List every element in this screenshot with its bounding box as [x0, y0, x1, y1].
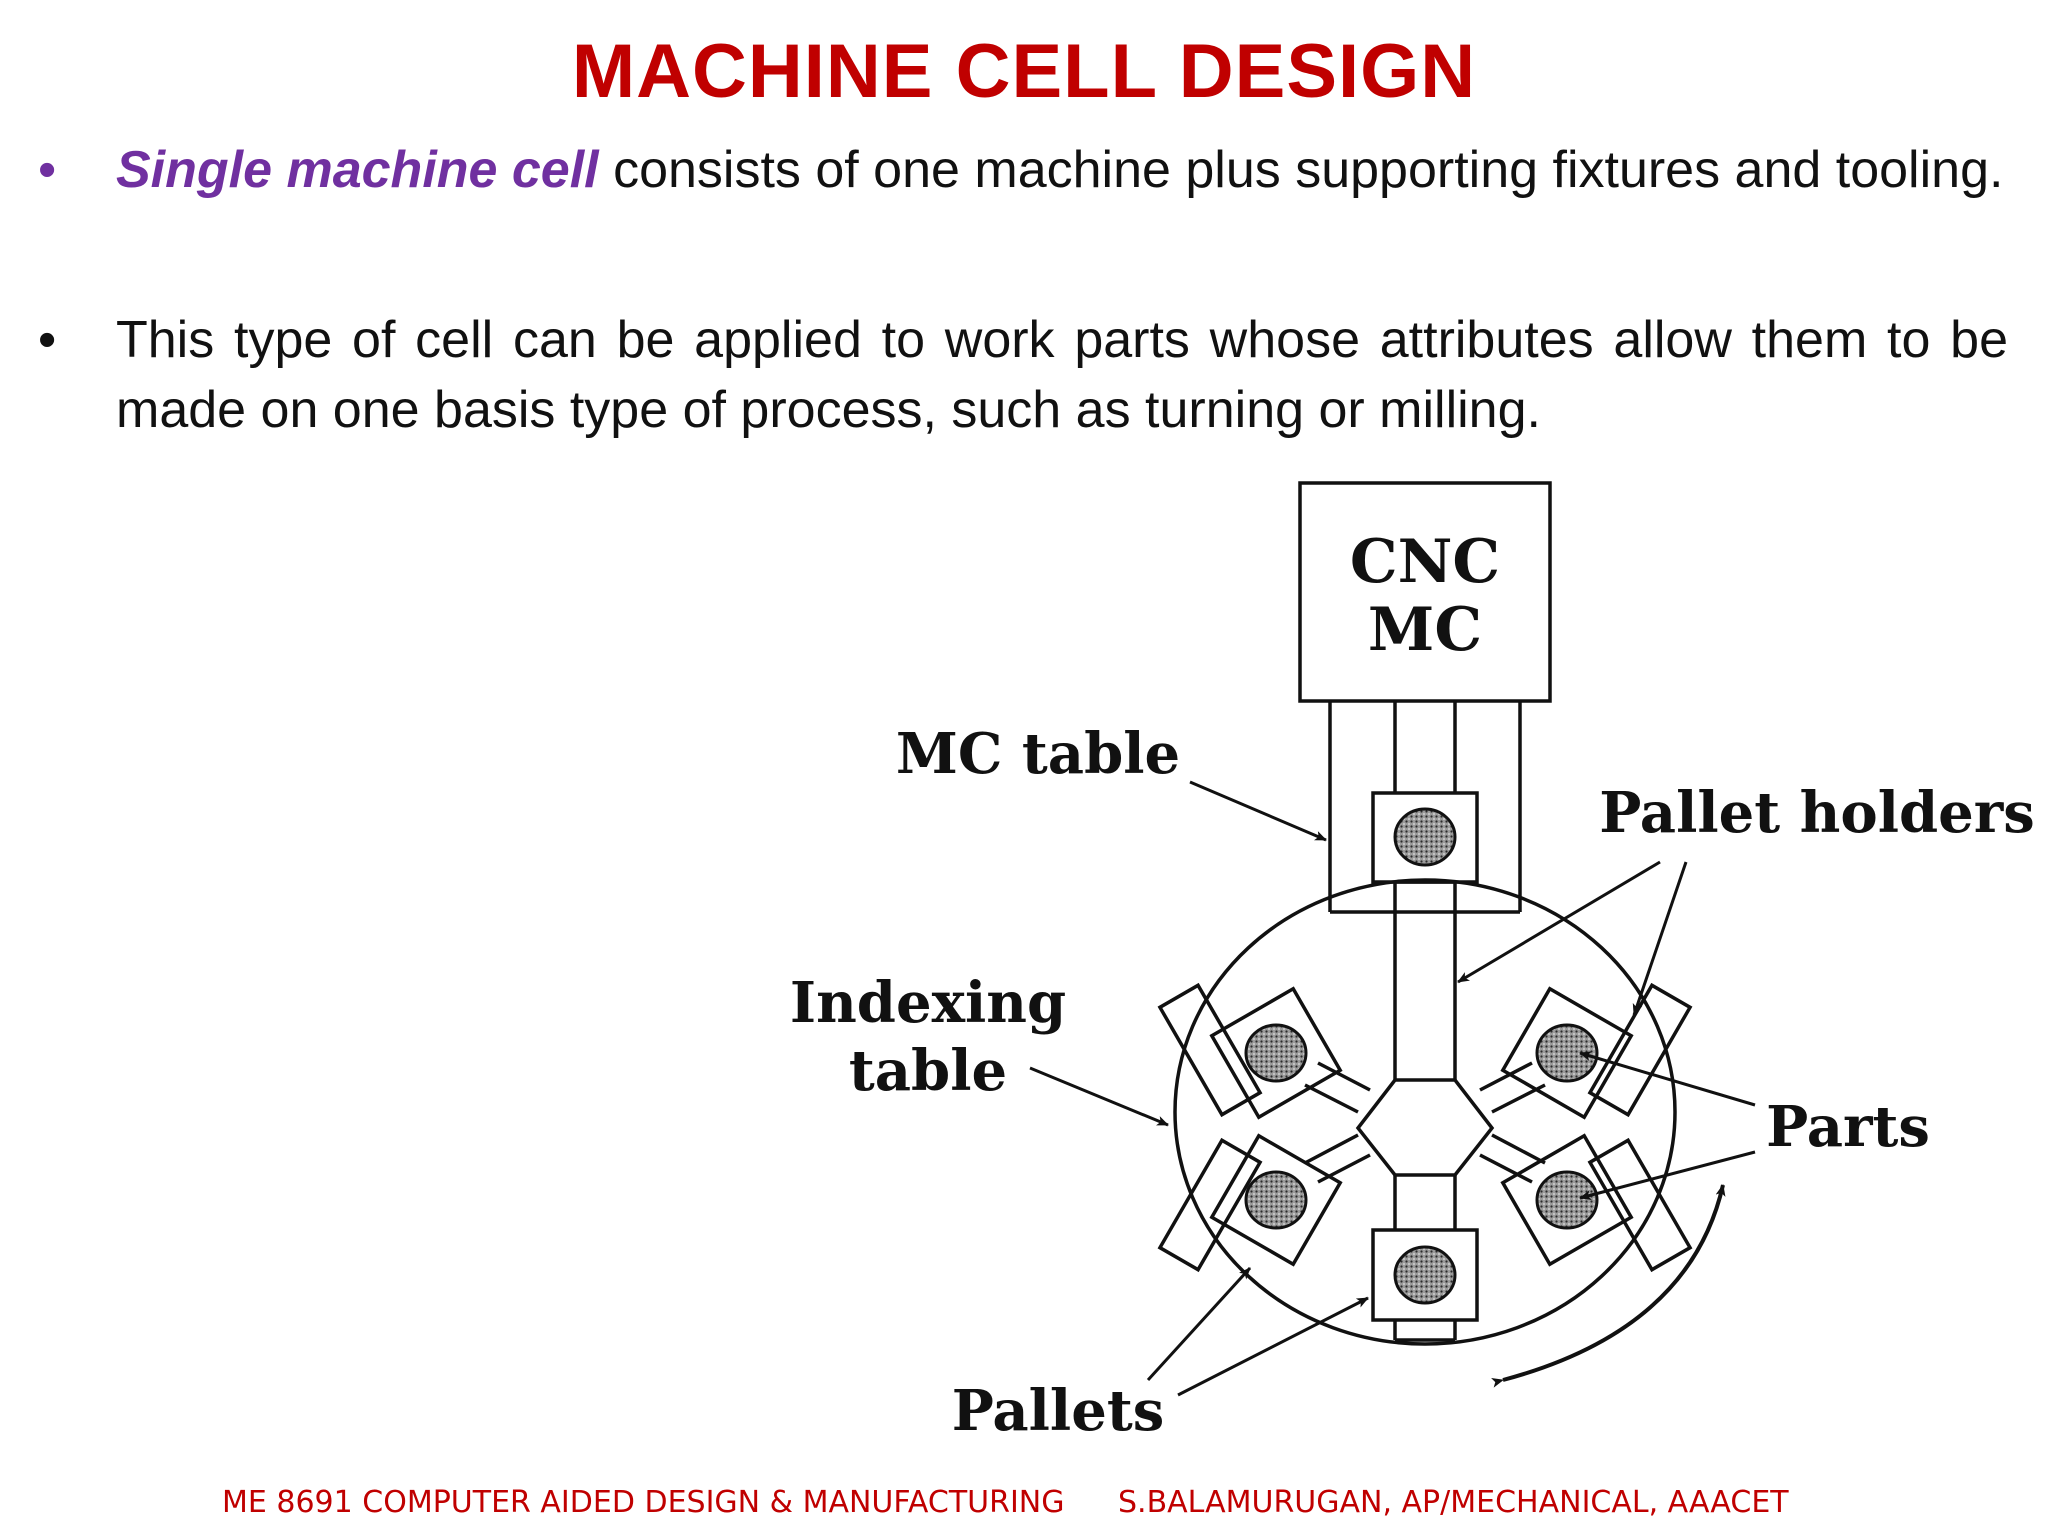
table-label: table	[849, 1038, 1007, 1104]
pallet-holders-label: Pallet holders	[1599, 780, 2035, 846]
parts-label: Parts	[1766, 1094, 1930, 1160]
mc-table-rails	[1328, 701, 1522, 914]
pallet-holders	[1157, 982, 1693, 1273]
bullet-marker: •	[38, 141, 57, 199]
pallets	[1209, 791, 1634, 1322]
bullet-marker: •	[38, 311, 57, 369]
cnc-machine-box	[1298, 481, 1552, 703]
pallets-label: Pallets	[952, 1378, 1164, 1444]
leader-arrows	[1029, 780, 1756, 1397]
bullet-cell-application: • This type of cell can be applied to wo…	[38, 305, 2008, 445]
bullet-text: Single machine cell consists of one mach…	[116, 135, 2008, 205]
indexing-table	[1173, 878, 1677, 1346]
bullet-single-machine-cell: • Single machine cell consists of one ma…	[38, 135, 2008, 205]
cnc-label: CNC	[1350, 527, 1500, 597]
parts	[1244, 807, 1599, 1305]
indexing-label: Indexing	[790, 970, 1066, 1036]
footer-course: ME 8691 COMPUTER AIDED DESIGN & MANUFACT…	[222, 1485, 1065, 1520]
bullet-text: This type of cell can be applied to work…	[116, 311, 2008, 439]
slide-title: MACHINE CELL DESIGN	[571, 29, 1477, 114]
mc-label: MC	[1368, 595, 1482, 665]
bullet-body: consists of one machine plus supporting …	[598, 141, 2004, 199]
indexing-hub	[1355, 1078, 1495, 1177]
rotation-arrow	[1491, 1184, 1726, 1388]
footer-author: S.BALAMURUGAN, AP/MECHANICAL, AAACET	[1118, 1485, 1789, 1520]
mc-table-label: MC table	[896, 721, 1180, 787]
bullet-emphasis: Single machine cell	[116, 141, 599, 199]
